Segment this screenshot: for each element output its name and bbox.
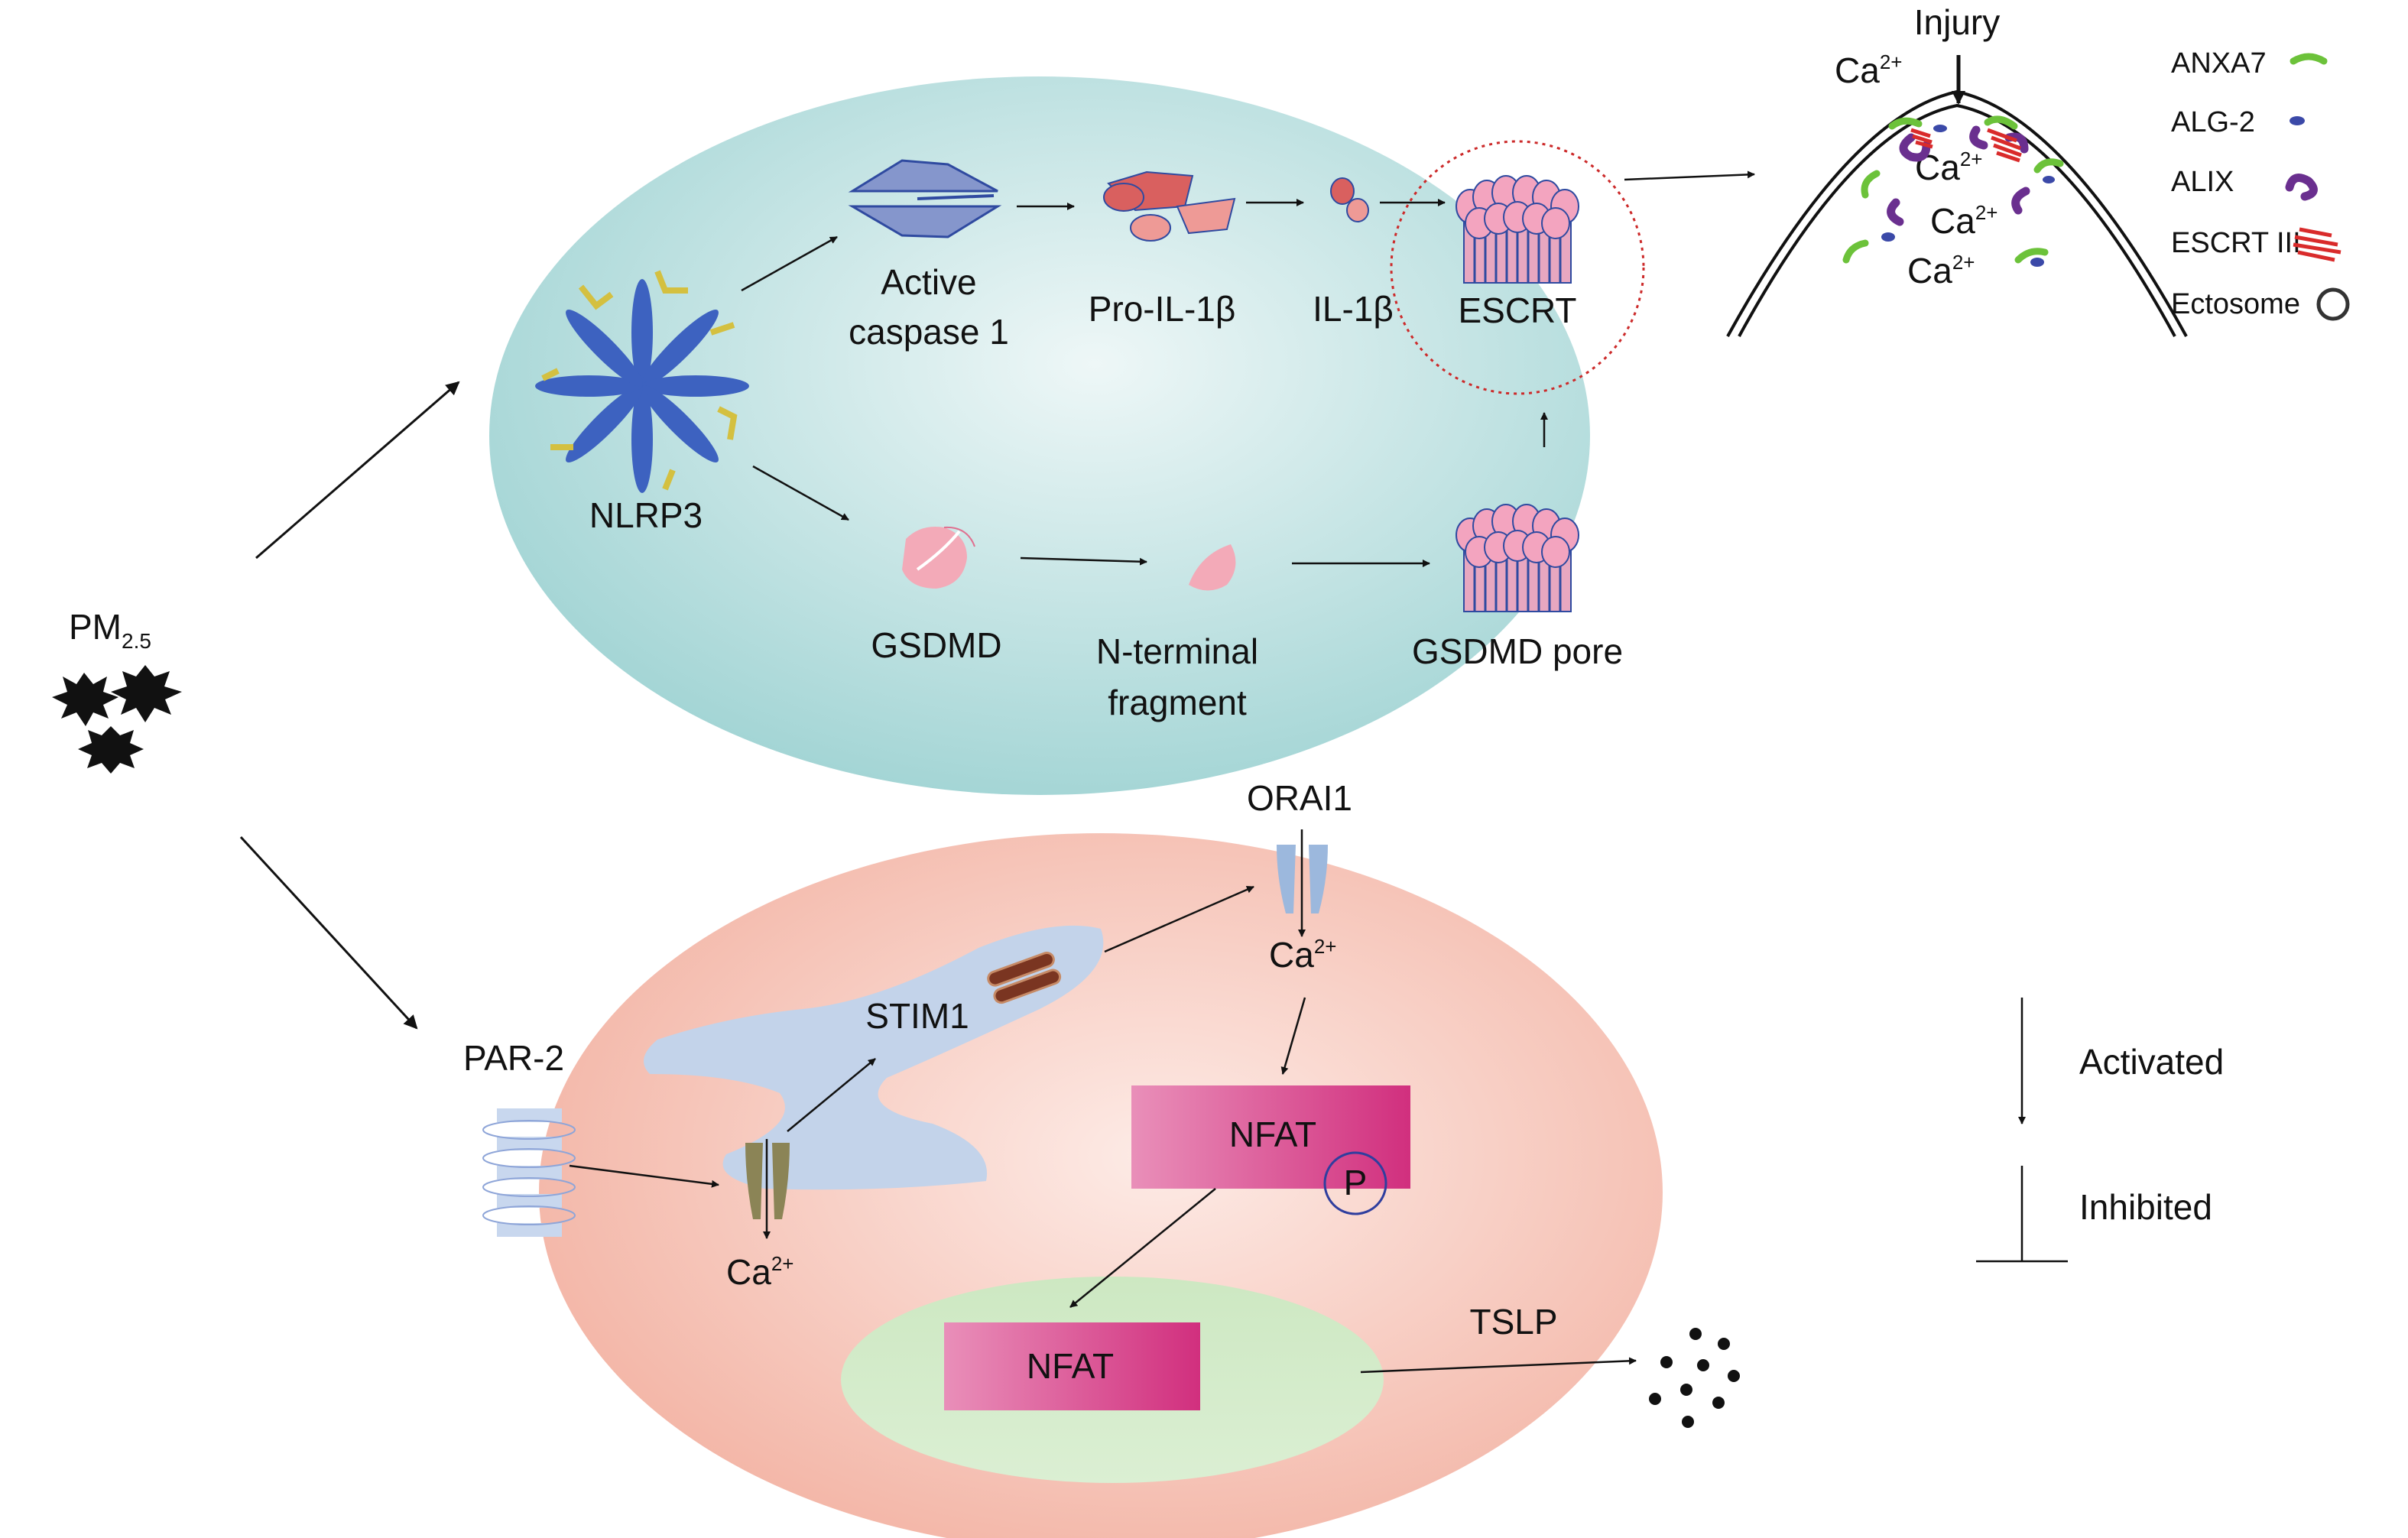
nlrp3-icon — [535, 270, 749, 493]
arrow-key: Activated Inhibited — [1976, 998, 2224, 1263]
nfat-nuclear-box — [944, 1322, 1200, 1410]
tslp-secreted-icon — [1649, 1328, 1740, 1428]
arrow-nfat-translocation — [1069, 1188, 1216, 1308]
inset-ca-label-1: Ca2+ — [1835, 50, 1902, 90]
par2-receptor-icon — [482, 1108, 576, 1237]
legend-alix-swatch — [2285, 174, 2318, 201]
legend-alg2-swatch — [2290, 116, 2305, 125]
pro-il1b-icon — [1103, 170, 1236, 242]
il1b-label: IL-1β — [1313, 289, 1394, 329]
ca-label-lower-left: Ca2+ — [726, 1252, 793, 1292]
stim1-label: STIM1 — [865, 996, 969, 1036]
particulate-icon — [52, 665, 182, 774]
phospho-circle — [1323, 1151, 1387, 1215]
orai1-channel-icon — [1277, 845, 1328, 913]
nterm-label-line1: N-terminal — [1096, 631, 1258, 671]
arrow-pm-to-upper-cell — [255, 381, 460, 560]
arrow-channel-to-stim1 — [787, 1058, 876, 1132]
injury-label: Injury — [1914, 2, 2000, 42]
legend-anxa7-swatch — [2290, 53, 2328, 65]
legend-ectosome-swatch — [2316, 287, 2350, 321]
active-caspase-label-line2: caspase 1 — [849, 312, 1009, 352]
escrt-label: ESCRT — [1458, 290, 1576, 330]
gsdmd-pore-label: GSDMD pore — [1412, 631, 1623, 671]
legend-anxa7-label: ANXA7 — [2171, 47, 2267, 79]
arrow-gsdmd-to-nterm — [1020, 556, 1147, 566]
n-terminal-fragment-icon — [1189, 544, 1236, 591]
inset-ca-label-3: Ca2+ — [1930, 201, 1997, 241]
alix-proteins — [1887, 125, 2030, 226]
gsdmd-pore-icon — [1456, 504, 1579, 612]
arrow-pm-to-lower-cell — [239, 836, 418, 1030]
pm25-group: PM2.5 — [52, 607, 182, 774]
legend-escrt3-swatch — [2293, 227, 2341, 262]
arrow-nlrp3-to-gsdmd — [752, 465, 849, 521]
tslp-label: TSLP — [1469, 1302, 1557, 1342]
arrow-nfat-to-tslp — [1360, 1357, 1637, 1374]
upper-cell — [489, 76, 1590, 795]
nfat-nuclear-label: NFAT — [1027, 1346, 1114, 1386]
par2-label: PAR-2 — [463, 1038, 564, 1078]
pm25-label: PM2.5 — [69, 607, 151, 653]
stim1-icon — [987, 951, 1062, 1004]
arrow-par2-to-channel — [569, 1164, 719, 1188]
activated-key-label: Activated — [2079, 1042, 2224, 1082]
orai1-label: ORAI1 — [1247, 778, 1352, 818]
ca-channel-icon — [745, 1143, 790, 1219]
active-caspase-label-line1: Active — [881, 262, 976, 302]
ca-label-orai1: Ca2+ — [1269, 935, 1336, 975]
anxa7-proteins — [1842, 115, 2064, 264]
inhibited-key-label: Inhibited — [2079, 1187, 2212, 1227]
inset-legend: ANXA7 ALG-2 ALIX ESCRT III Ectosome — [2171, 47, 2350, 321]
legend-escrt3-label: ESCRT III — [2171, 227, 2301, 259]
inset-ca-label-4: Ca2+ — [1907, 251, 1975, 290]
arrow-ca-to-nfat — [1280, 997, 1306, 1075]
nfat-cytoplasmic-box — [1131, 1085, 1410, 1189]
membrane-repair-inset: Injury Ca2+ Ca2+ Ca2+ Ca2+ — [1726, 2, 2350, 337]
escrt-highlight-circle — [1390, 140, 1645, 395]
legend-alg2-label: ALG-2 — [2171, 106, 2255, 138]
endoplasmic-reticulum — [644, 925, 1104, 1190]
legend-alix-label: ALIX — [2171, 166, 2234, 198]
phospho-label: P — [1344, 1163, 1368, 1202]
legend-ectosome-label: Ectosome — [2171, 288, 2300, 320]
il1b-icon — [1330, 177, 1369, 222]
gsdmd-label: GSDMD — [871, 625, 1001, 665]
nlrp3-label: NLRP3 — [589, 495, 703, 535]
arrow-nlrp3-to-caspase — [741, 235, 838, 292]
gsdmd-icon — [902, 526, 975, 589]
escrt-icon — [1456, 175, 1579, 284]
alg2-proteins — [1881, 125, 2055, 267]
arrow-stim1-to-orai1 — [1104, 885, 1254, 953]
active-caspase-1-icon — [848, 159, 1002, 238]
arrow-escrt-to-inset — [1624, 170, 1755, 181]
nfat-cytoplasmic-label: NFAT — [1229, 1115, 1316, 1154]
pro-il1b-label: Pro-IL-1β — [1089, 289, 1236, 329]
escrt-iii-proteins — [1910, 128, 2022, 163]
nterm-label-line2: fragment — [1108, 683, 1247, 722]
